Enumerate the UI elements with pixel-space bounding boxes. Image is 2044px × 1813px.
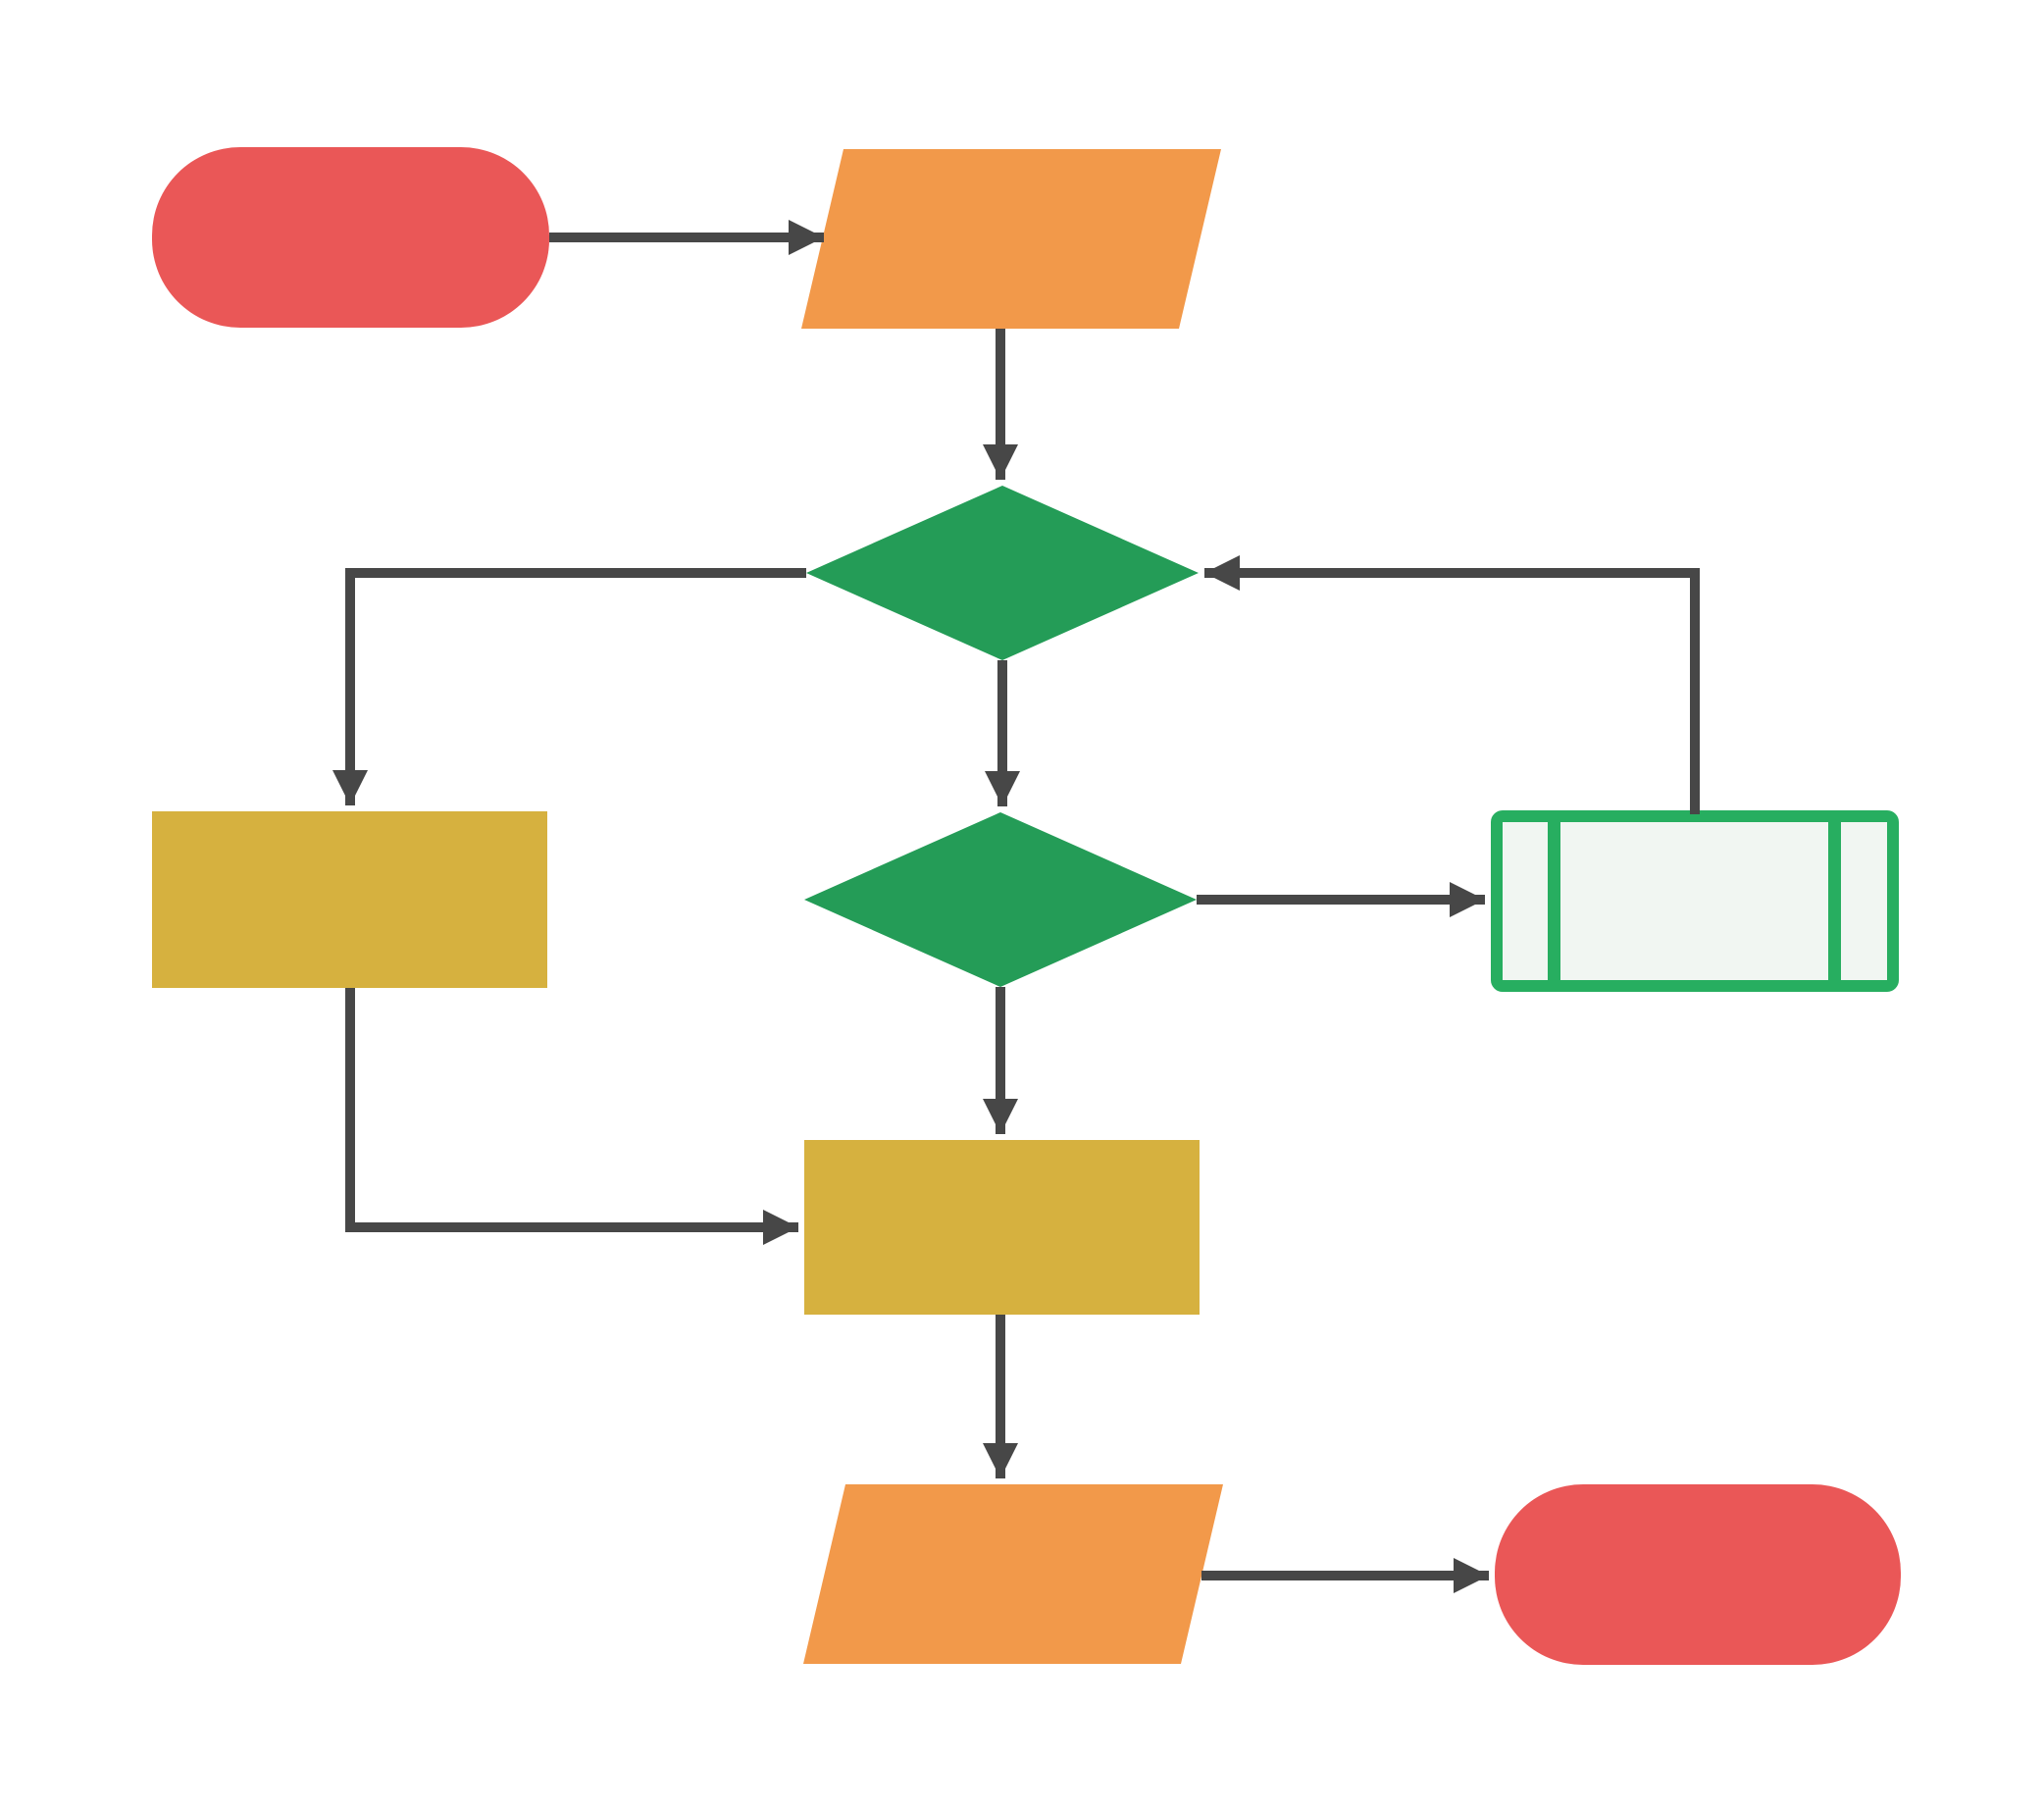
predefined-process-body[interactable] [1491, 810, 1899, 992]
edge-process-left-to-process-center[interactable] [345, 988, 798, 1245]
process-rect-center-node[interactable] [804, 1140, 1200, 1315]
predefined-process-node[interactable] [1491, 810, 1899, 992]
process-rect-left-node[interactable] [152, 811, 547, 988]
nodes-layer [152, 147, 1901, 1665]
edges-layer [332, 220, 1700, 1593]
decision-diamond-1-node[interactable] [806, 486, 1199, 660]
edge-decision1-to-process-left[interactable] [332, 568, 806, 805]
start-terminator-node[interactable] [152, 147, 549, 328]
predefined-process-left-bar [1548, 814, 1560, 988]
output-parallelogram-node[interactable] [803, 1484, 1223, 1664]
end-terminator-node[interactable] [1495, 1484, 1901, 1665]
predefined-process-right-bar [1828, 814, 1841, 988]
decision-diamond-2-node[interactable] [804, 812, 1197, 987]
edge-subroutine-to-decision1[interactable] [1204, 555, 1700, 814]
input-parallelogram-node[interactable] [801, 149, 1221, 329]
